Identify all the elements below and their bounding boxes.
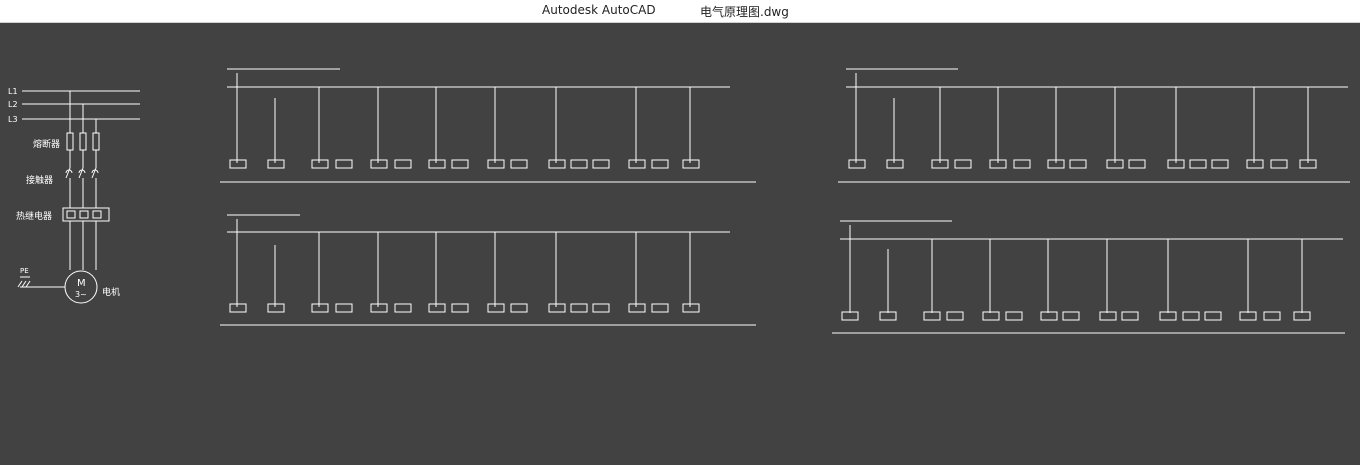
motor-phase: 3~ [75,290,87,299]
schematic-drawing: L1 L2 L3 熔断器 接触器 热继电器 PE M 3~ 电机 [8,68,1350,334]
phase-label-l1: L1 [8,87,18,96]
phase-label-l2: L2 [8,100,18,109]
pe-label: PE [20,267,29,275]
document-title: 电气原理图.dwg [700,5,789,19]
title-bar: Autodesk AutoCAD 电气原理图.dwg [0,0,1360,23]
motor-label: 电机 [102,286,120,298]
fuse-label: 熔断器 [33,138,60,150]
phase-label-l3: L3 [8,115,18,124]
thermal-relay-label: 热继电器 [16,210,52,222]
contactor-label: 接触器 [26,174,53,186]
drawing-canvas[interactable]: L1 L2 L3 熔断器 接触器 热继电器 PE M 3~ 电机 [0,23,1360,465]
motor-symbol: M [77,278,86,289]
app-title: Autodesk AutoCAD [542,3,656,17]
